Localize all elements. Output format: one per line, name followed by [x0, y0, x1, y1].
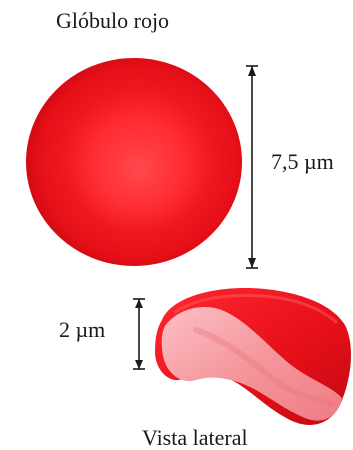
- side-view-caption: Vista lateral: [142, 427, 248, 449]
- cell-disc-center: [76, 112, 200, 228]
- diameter-label: 7,5 µm: [271, 151, 334, 173]
- cell-top-view: [26, 58, 242, 266]
- thickness-measure: [133, 299, 145, 369]
- thickness-label: 2 µm: [59, 319, 105, 341]
- cell-side-view: [155, 288, 351, 425]
- diameter-measure: [246, 66, 258, 268]
